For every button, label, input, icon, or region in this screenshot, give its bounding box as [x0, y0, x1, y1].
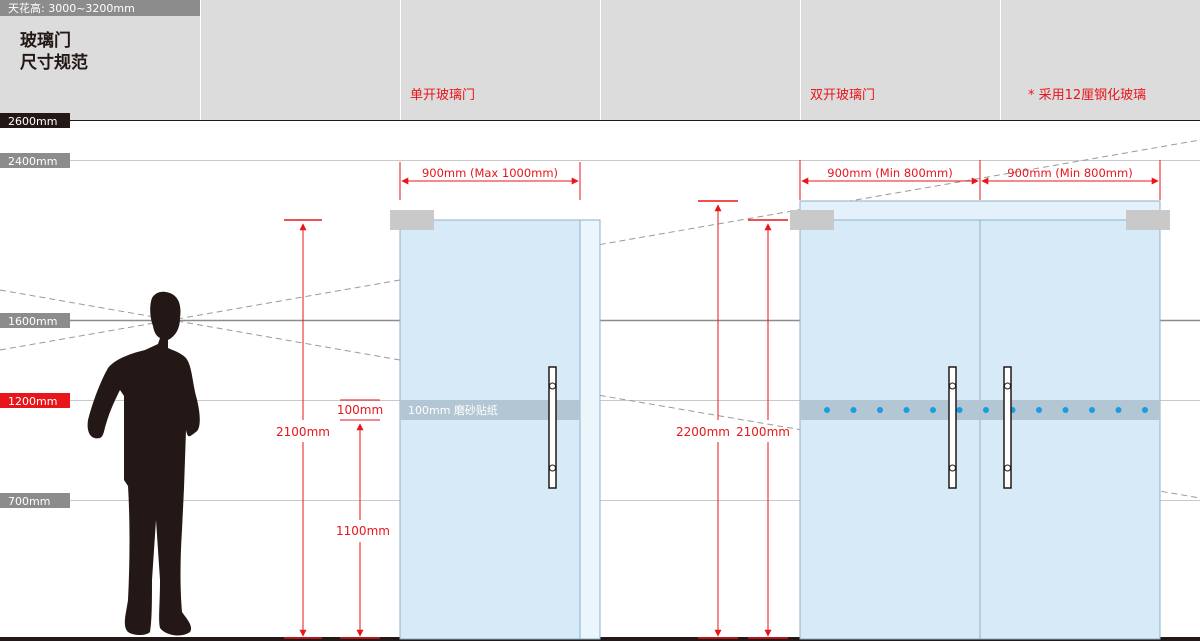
frosted-band-double: [800, 400, 1160, 420]
frosted-band-label: 100mm 磨砂贴纸: [408, 403, 498, 417]
double-door-dimensions-left: 2200mm 2100mm: [676, 200, 790, 639]
height-tag-700: 700mm: [8, 495, 50, 508]
single-door-dimensions-left: 2100mm 100mm 1100mm: [276, 219, 390, 639]
page-title-line1: 玻璃门: [20, 30, 71, 51]
double-door-left-width-label: 900mm (Min 800mm): [827, 166, 952, 180]
height-tag-2600: 2600mm: [8, 115, 57, 128]
door-pull-handle-icon: [948, 366, 957, 489]
frosted-dot: [877, 407, 883, 413]
page-title-line2: 尺寸规范: [20, 52, 88, 73]
column-title-single-door: 单开玻璃门: [410, 88, 475, 103]
height-tag-1200: 1200mm: [8, 395, 57, 408]
frosted-band: [400, 400, 580, 420]
single-door-height-label: 2100mm: [276, 425, 330, 439]
double-door-overall-height-label: 2200mm: [676, 425, 730, 439]
band-height-label: 100mm: [337, 403, 383, 417]
frosted-dot: [1062, 407, 1069, 413]
single-door-width-label: 900mm (Max 1000mm): [422, 166, 558, 180]
height-tags: 2600mm 2400mm 1600mm 1200mm 700mm: [0, 113, 70, 508]
frosted-dot: [983, 407, 989, 413]
frosted-dot: [903, 407, 910, 413]
door-pull-handle-icon: [548, 366, 557, 489]
column-title-double-door: 双开玻璃门: [810, 88, 875, 103]
top-pivot-bracket-left: [790, 210, 834, 230]
double-door-height-label: 2100mm: [736, 425, 790, 439]
top-pivot-bracket: [390, 210, 434, 230]
height-tag-2400: 2400mm: [8, 155, 57, 168]
frosted-dot: [1089, 407, 1095, 413]
door-pull-handle-icon: [1003, 366, 1012, 489]
header: 天花高: 3000~3200mm 玻璃门 尺寸规范 单开玻璃门 双开玻璃门 * …: [0, 0, 1200, 120]
frosted-dot: [1036, 407, 1042, 413]
column-note-tempered-glass: * 采用12厘钢化玻璃: [1028, 88, 1146, 103]
frosted-dot: [1115, 407, 1122, 413]
double-door-right-width-label: 900mm (Min 800mm): [1007, 166, 1132, 180]
single-glass-door: 100mm 磨砂贴纸 900mm (Max 1000mm): [390, 162, 601, 640]
transom-glass: [799, 200, 1161, 221]
frosted-dot: [824, 407, 830, 413]
frosted-dot: [956, 407, 963, 413]
ceiling-note-tag: [0, 0, 200, 16]
frosted-dot: [1142, 407, 1148, 413]
person-silhouette-icon: [87, 291, 200, 636]
band-elevation-label: 1100mm: [336, 524, 390, 538]
frosted-dot: [850, 407, 857, 413]
frosted-dot: [930, 407, 936, 413]
height-tag-1600: 1600mm: [8, 315, 57, 328]
double-glass-door: 900mm (Min 800mm) 900mm (Min 800mm): [790, 160, 1170, 640]
ceiling-note: 天花高: 3000~3200mm: [8, 1, 135, 15]
top-pivot-bracket-right: [1126, 210, 1170, 230]
